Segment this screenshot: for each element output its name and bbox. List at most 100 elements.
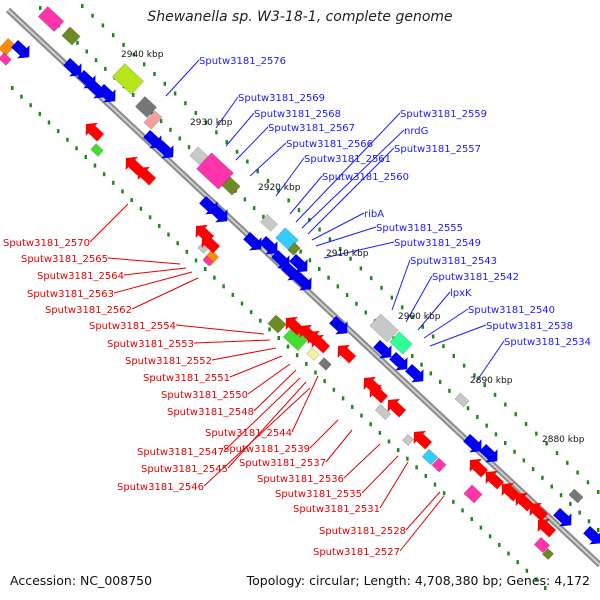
tick-mark: [545, 441, 548, 446]
tick-mark: [587, 519, 591, 524]
tick-mark: [485, 423, 488, 428]
forward-gene-arrow: [463, 434, 482, 453]
reverse-gene-arrow: [337, 344, 356, 364]
scale-tick-label: 2930 kbp: [190, 118, 233, 128]
gene-feature-box: [463, 484, 483, 504]
forward-gene-arrow: [329, 316, 348, 335]
forward-gene-label: Sputw3181_2555: [376, 223, 463, 234]
reverse-gene-label: Sputw3181_2553: [107, 339, 194, 350]
reverse-gene-label: Sputw3181_2562: [45, 305, 132, 316]
tick-mark: [411, 315, 414, 320]
forward-gene-label: Sputw3181_2567: [268, 123, 355, 134]
forward-leader-line: [315, 226, 377, 247]
tick-mark: [586, 480, 590, 485]
forward-leader-line: [391, 259, 411, 311]
reverse-leader-line: [193, 339, 271, 344]
forward-gene-label: Sputw3181_2576: [199, 56, 286, 67]
tick-mark: [576, 470, 579, 475]
tick-mark: [91, 13, 94, 18]
tick-mark: [421, 324, 425, 329]
reverse-leader-line: [399, 495, 445, 552]
tick-mark: [259, 318, 262, 323]
forward-leader-line: [275, 157, 305, 197]
tick-mark: [111, 33, 115, 38]
tick-mark: [243, 197, 247, 202]
forward-leader-line: [323, 241, 395, 259]
reverse-gene-label: Sputw3181_2535: [275, 489, 362, 500]
tick-mark: [493, 392, 497, 397]
tick-mark: [534, 577, 538, 582]
tick-mark: [535, 431, 538, 436]
tick-mark: [429, 371, 433, 376]
forward-gene-label: ribA: [364, 209, 384, 220]
gene-feature-box: [454, 392, 470, 408]
tick-mark: [396, 448, 400, 453]
tick-mark: [101, 23, 105, 28]
reverse-leader-line: [379, 461, 409, 509]
scale-tick-label: 2890 kbp: [470, 376, 513, 386]
forward-gene-arrow: [583, 526, 600, 545]
gene-feature-box: [221, 176, 241, 196]
reverse-gene-label: Sputw3181_2545: [141, 464, 228, 475]
gene-feature-box: [90, 143, 104, 157]
gene-feature-box: [135, 96, 157, 118]
tick-mark: [327, 275, 330, 280]
forward-gene-arrow: [97, 84, 116, 103]
tick-mark: [215, 130, 218, 135]
reverse-gene-label: Sputw3181_2544: [205, 428, 292, 439]
tick-mark: [569, 501, 572, 506]
tick-mark: [38, 111, 42, 116]
tick-mark: [231, 292, 235, 297]
forward-gene-label: Sputw3181_2568: [254, 109, 341, 120]
gene-feature-box: [0, 52, 12, 66]
gene-feature-box: [260, 214, 278, 232]
forward-gene-arrow: [373, 340, 392, 359]
tick-mark: [544, 586, 547, 590]
forward-leader-line: [307, 147, 395, 235]
tick-mark: [132, 93, 135, 97]
tick-mark: [442, 344, 445, 349]
gene-feature-box: [143, 110, 163, 130]
tick-mark: [246, 159, 249, 164]
tick-mark: [411, 354, 414, 358]
reverse-gene-arrow: [85, 122, 104, 142]
forward-gene-label: Sputw3181_2557: [394, 144, 481, 155]
forward-leader-line: [301, 129, 405, 229]
tick-mark: [81, 4, 84, 8]
reverse-gene-arrow: [363, 376, 382, 396]
tick-mark: [153, 72, 156, 77]
tick-mark: [597, 490, 600, 494]
scale-tick-label: 2920 kbp: [258, 183, 301, 193]
reverse-leader-line: [325, 429, 353, 463]
tick-mark: [94, 58, 98, 63]
forward-leader-line: [215, 96, 239, 129]
reverse-gene-label: Sputw3181_2564: [37, 271, 124, 282]
tick-mark: [461, 508, 464, 513]
reverse-gene-arrow: [529, 502, 548, 522]
tick-mark: [47, 120, 51, 125]
reverse-gene-label: Sputw3181_2563: [27, 289, 114, 300]
tick-mark: [142, 62, 146, 67]
tick-mark: [266, 178, 270, 183]
forward-leader-line: [405, 275, 433, 323]
gene-feature-box: [318, 357, 332, 371]
tick-mark: [299, 249, 302, 254]
gene-feature-box: [389, 331, 413, 355]
tick-mark: [163, 81, 167, 86]
tick-mark: [531, 467, 535, 472]
forward-gene-label: Sputw3181_2540: [468, 305, 555, 316]
tick-mark: [452, 499, 455, 504]
gene-feature-box: [533, 536, 551, 554]
tick-mark: [380, 285, 383, 290]
tick-mark: [148, 215, 152, 220]
tick-mark: [369, 422, 372, 427]
tick-mark: [159, 119, 163, 124]
reverse-gene-label: Sputw3181_2550: [161, 390, 248, 401]
reverse-gene-label: Sputw3181_2536: [257, 474, 344, 485]
reverse-leader-line: [309, 419, 339, 449]
forward-gene-arrow: [11, 40, 30, 59]
gene-feature-box: [112, 63, 144, 95]
forward-gene-arrow: [143, 130, 162, 149]
reverse-gene-label: Sputw3181_2527: [313, 547, 400, 558]
reverse-leader-line: [405, 491, 441, 531]
